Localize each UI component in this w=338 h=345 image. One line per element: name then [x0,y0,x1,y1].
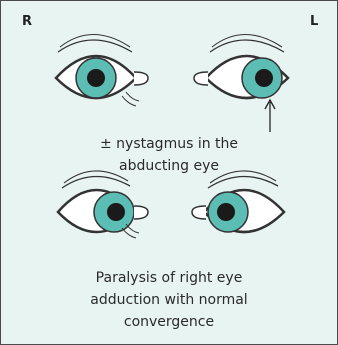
pupil-bottom-left [217,203,235,221]
paralysis-caption-line3: convergence [0,311,338,333]
top-left-eye [194,35,288,99]
nystagmus-caption-line2: abducting eye [0,155,338,177]
nystagmus-arrow [265,100,275,132]
nystagmus-caption-line1: ± nystagmus in the [0,133,338,155]
pupil-top-left [255,69,273,87]
bottom-right-eye [58,171,148,238]
paralysis-caption-line2: adduction with normal [0,289,338,311]
top-right-eye [56,35,148,107]
paralysis-caption-line1: Paralysis of right eye [0,267,338,289]
pupil-top-right [87,69,105,87]
pupil-bottom-right [107,203,125,221]
bottom-left-eye [192,171,284,232]
